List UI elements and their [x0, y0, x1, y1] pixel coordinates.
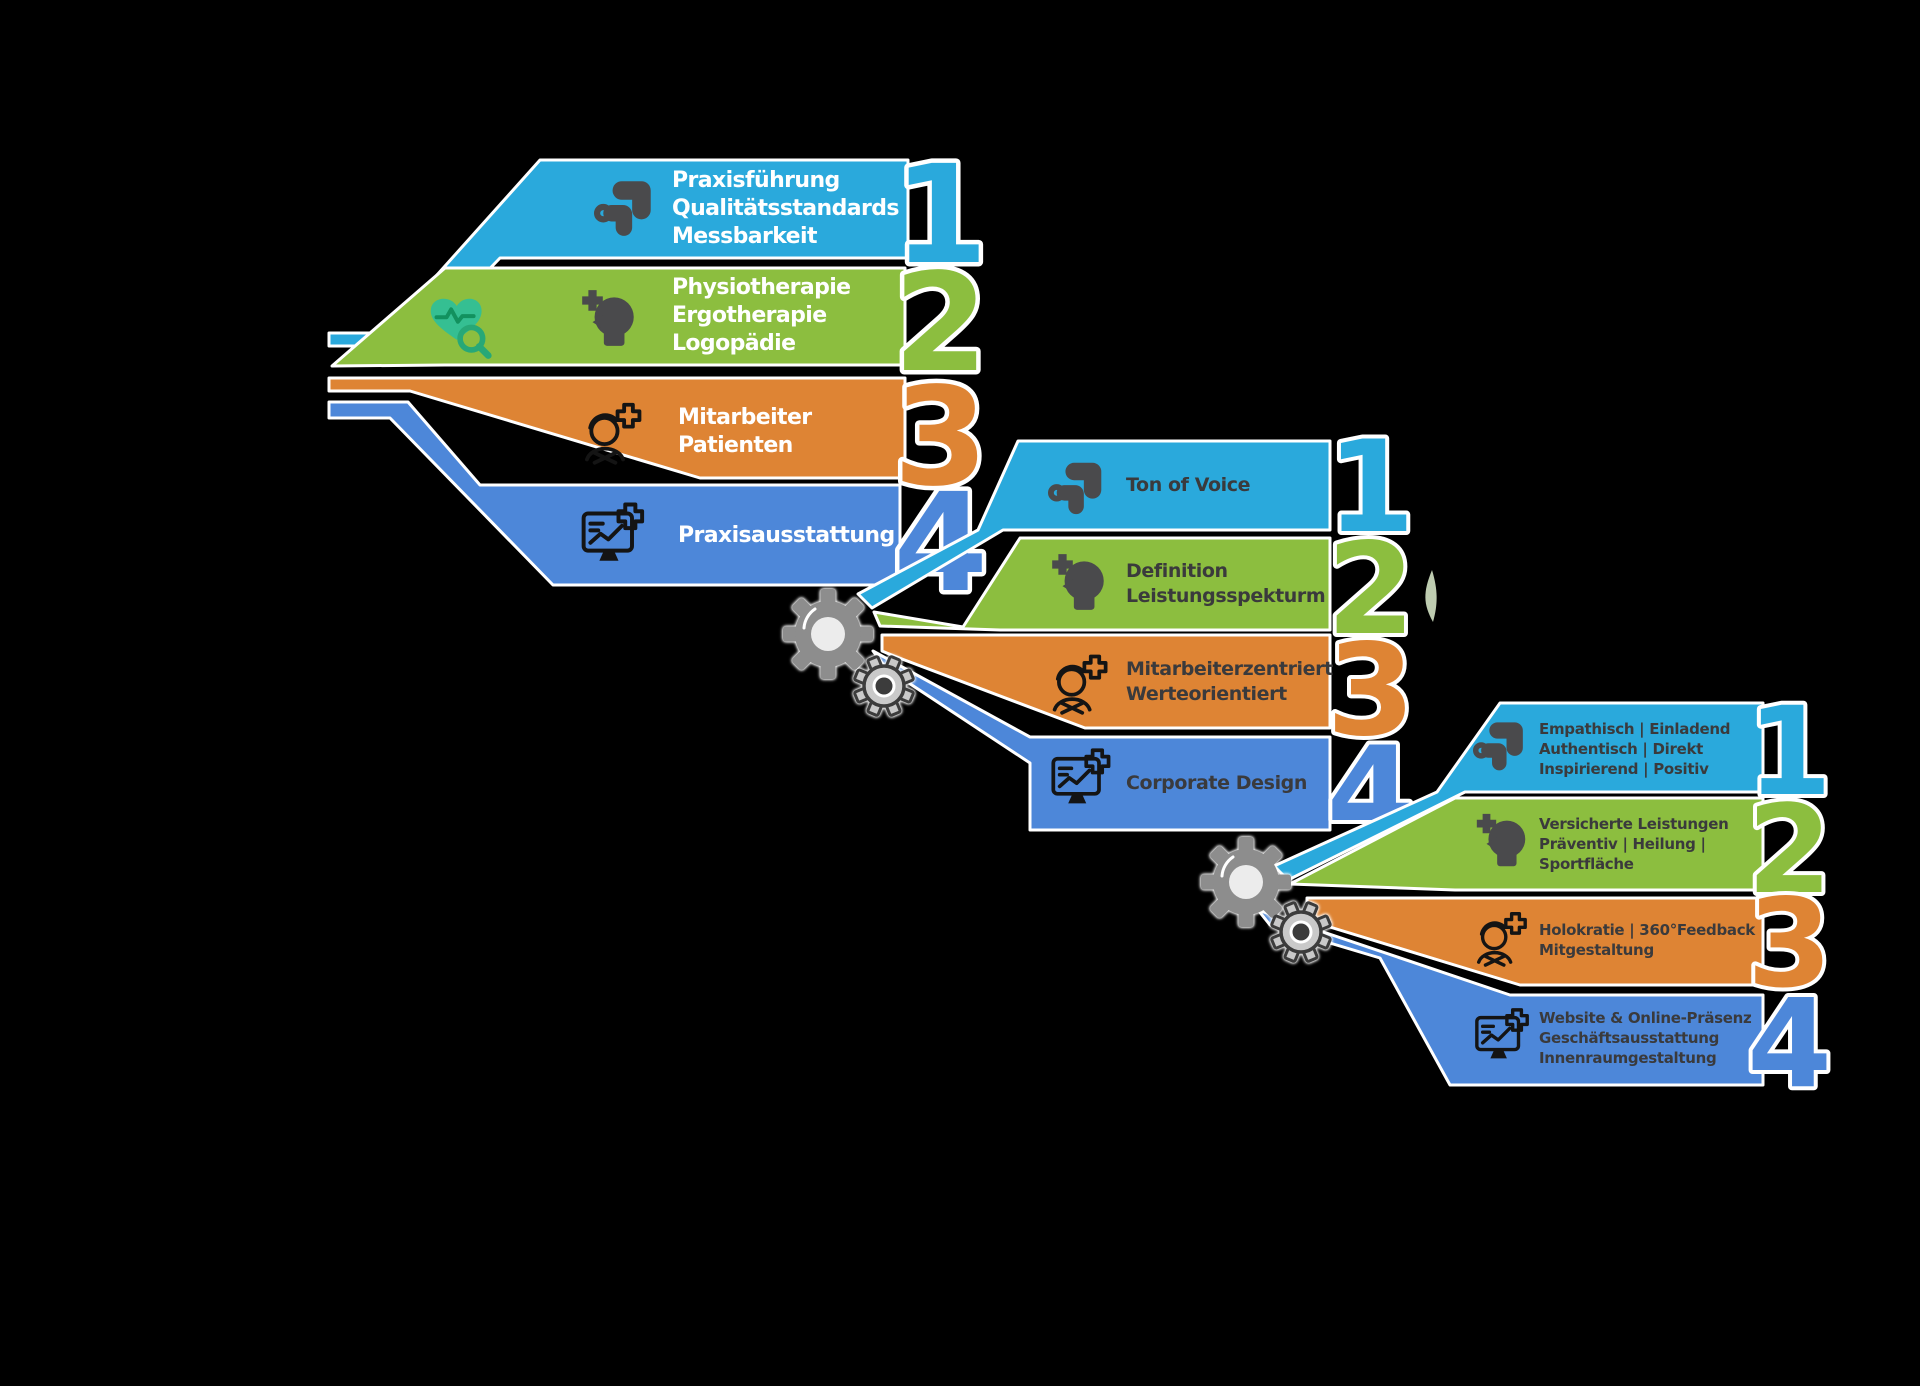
- stage3-banner3-shape: [1305, 896, 1765, 987]
- stage2-banner1-shape: [856, 439, 1332, 610]
- gear-cluster-2: [1201, 837, 1332, 963]
- stage3-banner2-shape: [1288, 796, 1765, 892]
- stage3-funnel: 1 2 3 4: [1256, 677, 1836, 1119]
- step-number: 3: [893, 359, 988, 517]
- gear-cluster-1: [783, 589, 915, 717]
- gear-large-icon: [1201, 837, 1291, 927]
- stage3-banner1-shape: [1272, 701, 1765, 882]
- step-number: 4: [1747, 973, 1832, 1115]
- leaf-accent: [1425, 570, 1437, 622]
- gear-large-icon: [783, 589, 873, 679]
- step-number: 1: [1747, 681, 1832, 823]
- stage2-banner3-shape: [880, 633, 1332, 730]
- step-number: 1: [1327, 413, 1415, 561]
- gear-small-icon: [1270, 901, 1332, 963]
- step-number: 3: [1747, 873, 1832, 1015]
- step-number: 2: [1747, 779, 1832, 921]
- gear-small-icon: [853, 655, 915, 717]
- stage1-funnel: 1 2 3 4: [327, 133, 993, 628]
- stage2-banner4-shape: [871, 649, 1332, 832]
- step-number: 2: [893, 245, 988, 403]
- step-number: 3: [1327, 616, 1415, 764]
- step-number: 2: [1327, 515, 1415, 663]
- step-number: 1: [893, 137, 988, 295]
